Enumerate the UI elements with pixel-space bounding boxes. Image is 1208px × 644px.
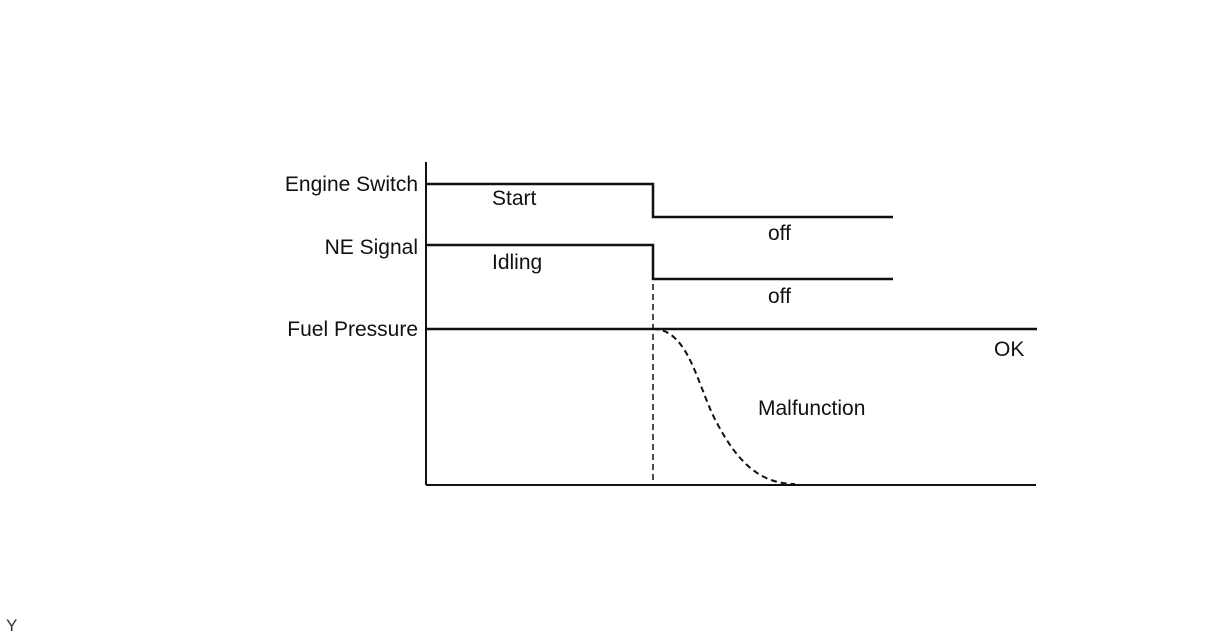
ne-off-state-label: off xyxy=(768,285,791,308)
corner-mark: Y xyxy=(6,616,18,635)
engine-switch-waveform xyxy=(426,182,893,219)
ne-signal-label: NE Signal xyxy=(325,236,418,259)
malfunction-state-label: Malfunction xyxy=(758,397,865,420)
fuel-pressure-label: Fuel Pressure xyxy=(287,318,418,341)
engine-switch-label: Engine Switch xyxy=(285,173,418,196)
ok-state-label: OK xyxy=(994,338,1024,361)
ne-signal-waveform xyxy=(426,243,893,281)
idling-state-label: Idling xyxy=(492,251,542,274)
fuel-pressure-malfunction-curve xyxy=(652,328,796,485)
start-state-label: Start xyxy=(492,187,537,210)
engine-off-state-label: off xyxy=(768,222,791,245)
